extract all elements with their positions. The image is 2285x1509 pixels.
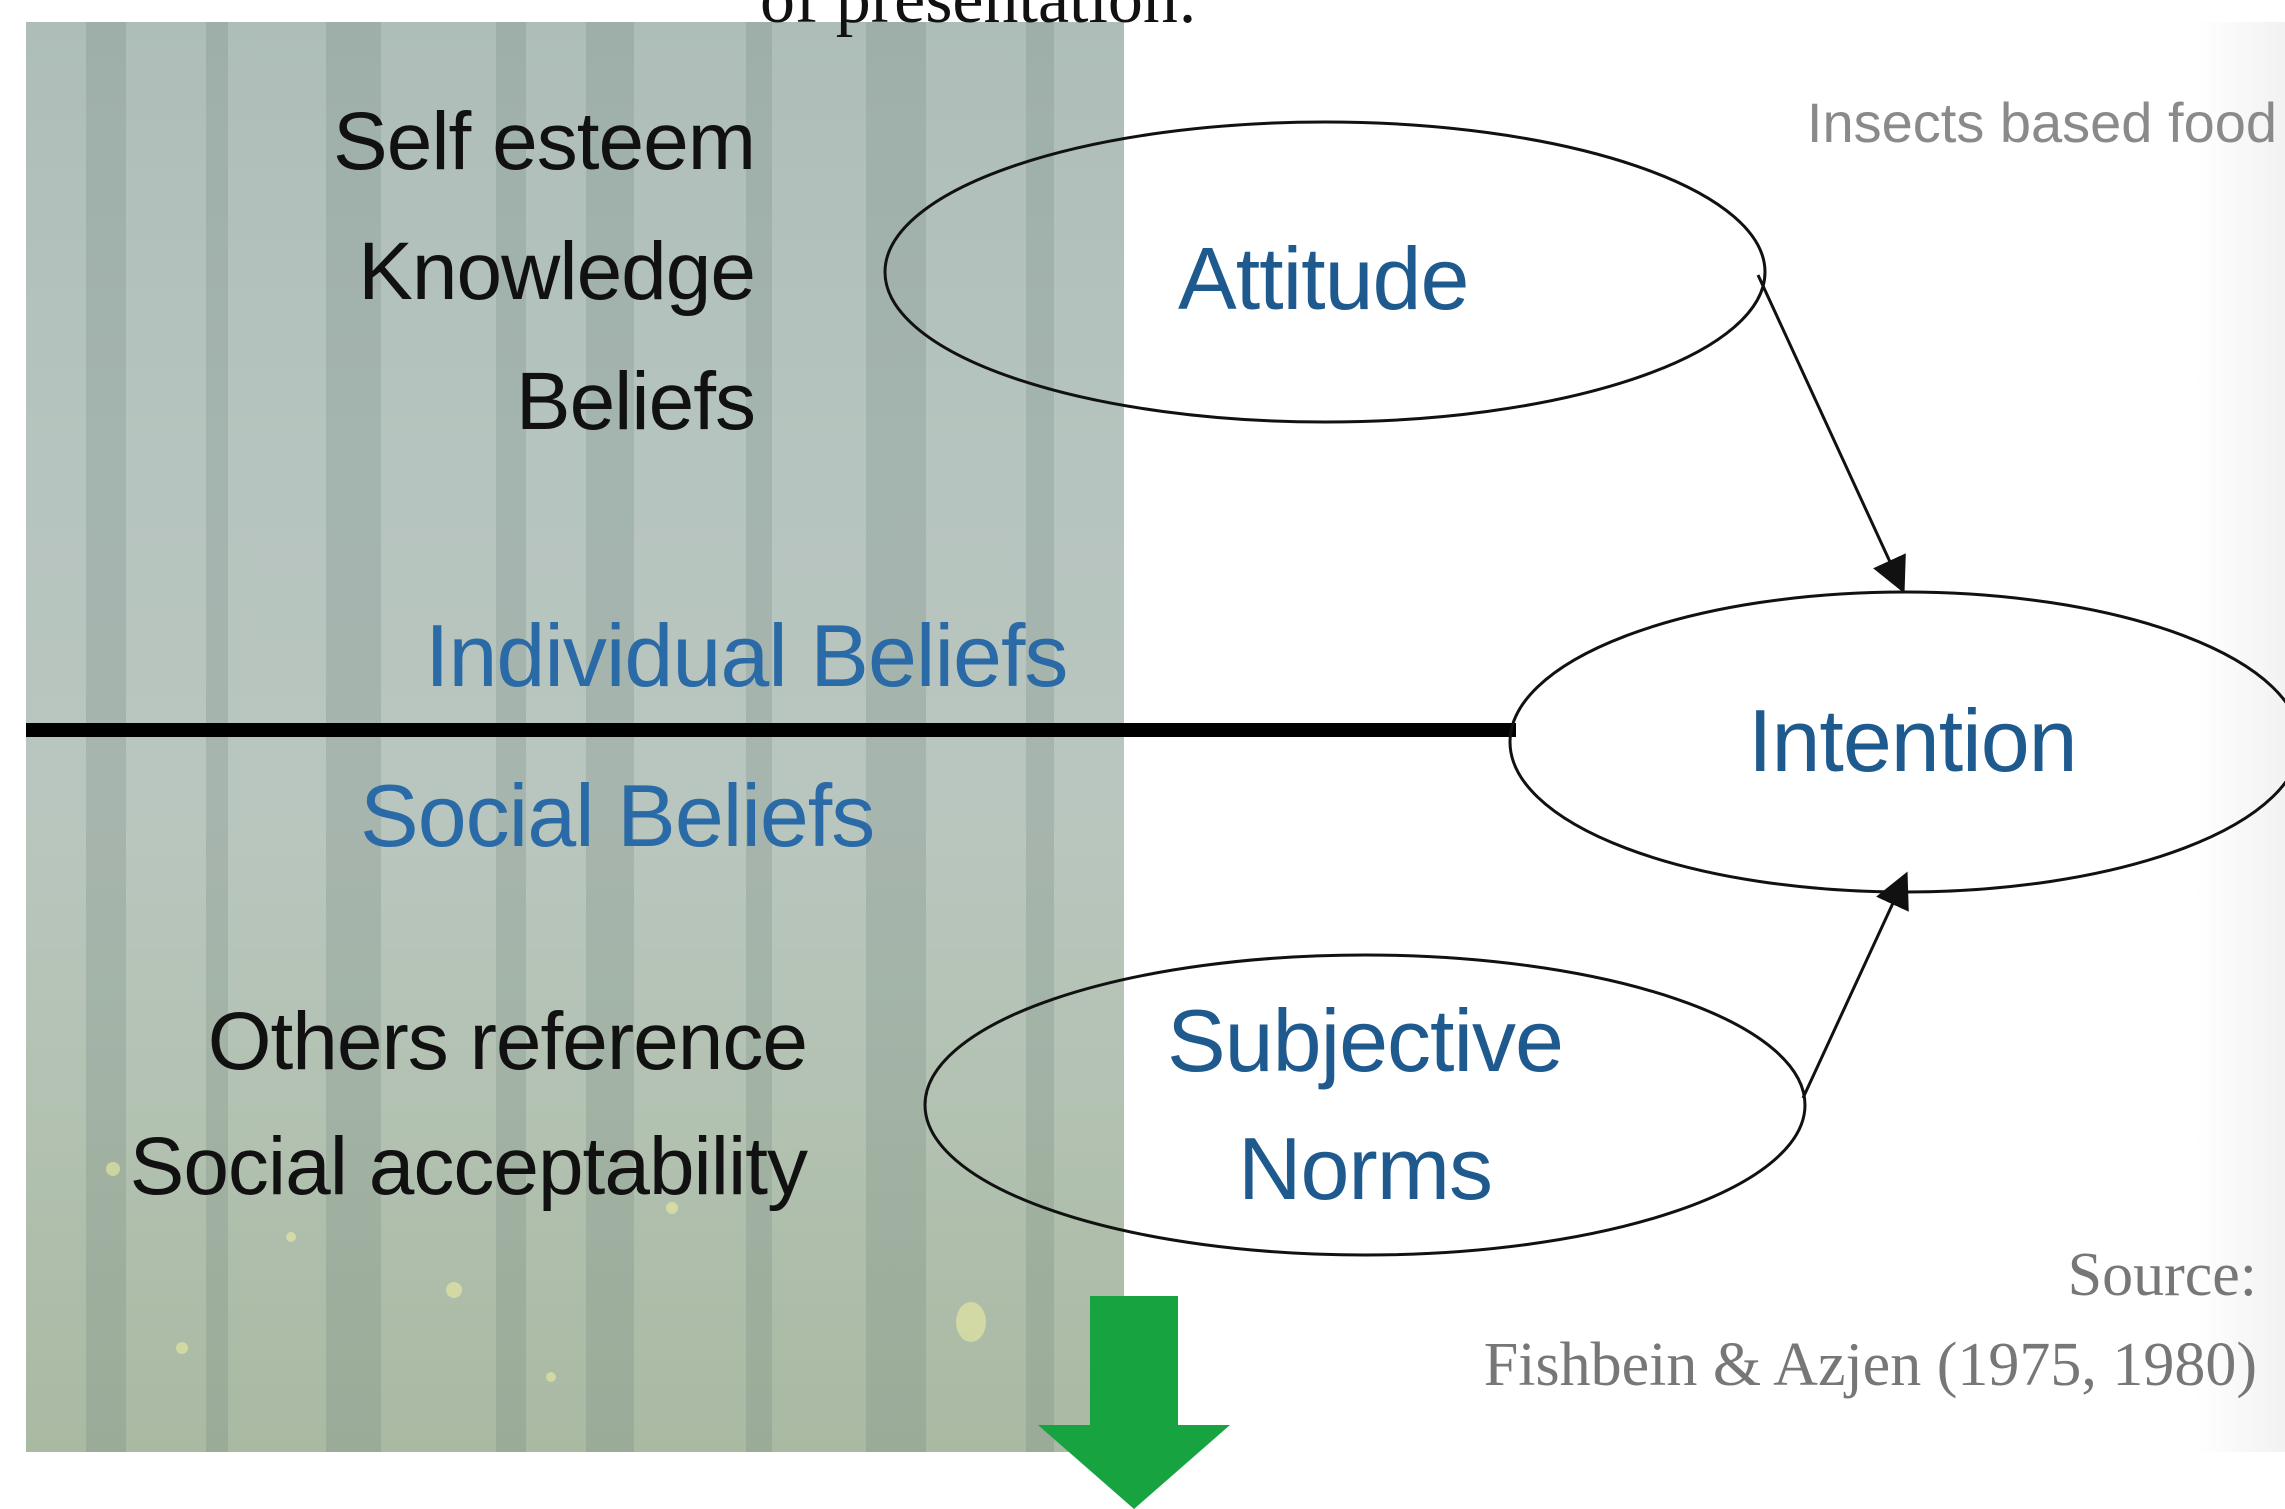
norms-to-intention-arrow xyxy=(1801,871,1909,1099)
attitude-node-label: Attitude xyxy=(1178,229,1469,328)
factor-knowledge: Knowledge xyxy=(358,226,756,317)
down-arrow-icon xyxy=(1038,1296,1230,1509)
attitude-ellipse xyxy=(883,120,1767,424)
attitude-to-intention-arrow xyxy=(1756,274,1906,594)
individual-beliefs-label: Individual Beliefs xyxy=(425,606,1068,705)
factor-social-acceptability: Social acceptability xyxy=(129,1121,808,1212)
source-label: Source: xyxy=(2067,1241,2257,1309)
subjective-norms-label-line1: Subjective xyxy=(1166,991,1564,1090)
social-beliefs-label: Social Beliefs xyxy=(360,766,875,865)
subjective-norms-ellipse xyxy=(923,953,1807,1257)
factor-others-reference: Others reference xyxy=(207,996,808,1087)
header-fragment: of presentation: xyxy=(760,0,1197,40)
intention-node-label: Intention xyxy=(1748,691,2078,790)
subjective-norms-label-line2: Norms xyxy=(1237,1119,1493,1218)
corner-label: Insects based food xyxy=(1806,91,2277,154)
source-citation: Fishbein & Azjen (1975, 1980) xyxy=(1483,1331,2257,1399)
right-edge-band xyxy=(2195,22,2285,1452)
factor-beliefs: Beliefs xyxy=(515,356,756,447)
factor-self-esteem: Self esteem xyxy=(333,96,756,187)
